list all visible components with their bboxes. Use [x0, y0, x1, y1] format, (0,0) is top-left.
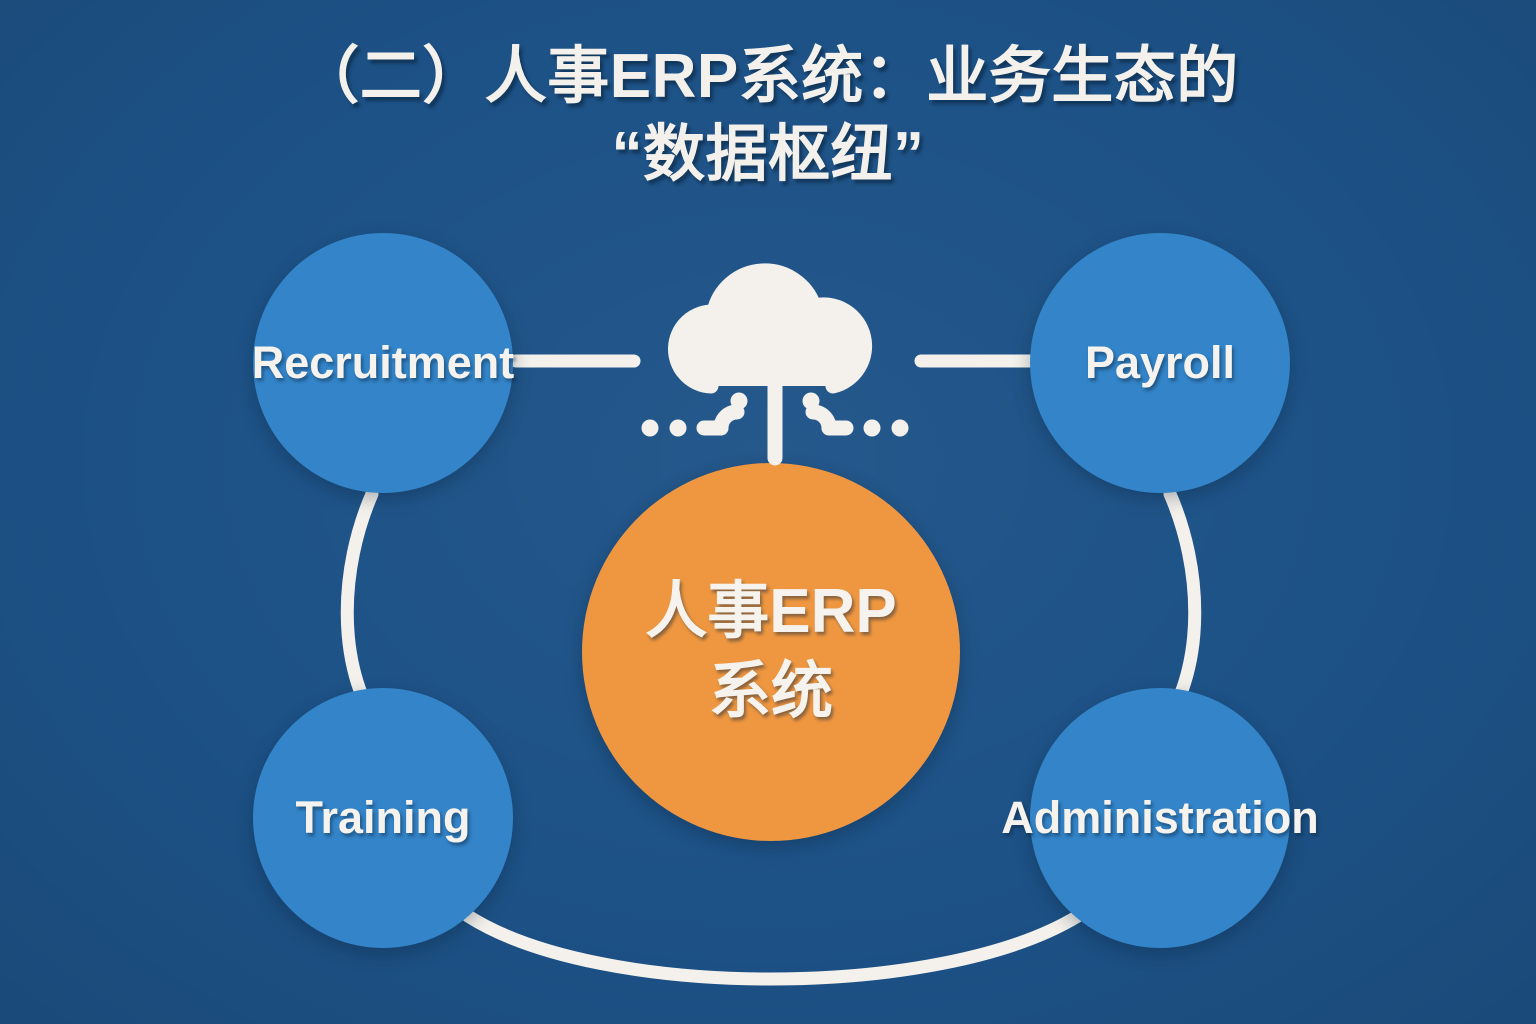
node-payroll[interactable]: Payroll — [1030, 233, 1290, 493]
hub-outer-dot-right-2 — [891, 419, 909, 437]
node-training[interactable]: Training — [253, 688, 513, 948]
hub-outer-dot-left-1 — [669, 419, 687, 437]
hub-outer-dot-right-1 — [863, 419, 881, 437]
connector-recruitment-to-training — [340, 487, 379, 723]
node-training-label: Training — [295, 792, 471, 843]
hub-inner-dot-right-lower — [802, 392, 820, 410]
node-administration[interactable]: Administration — [1001, 688, 1319, 948]
node-administration-label: Administration — [1001, 792, 1319, 843]
hub-inner-dot-left-lower — [730, 392, 748, 410]
hub-node-dots — [641, 314, 909, 437]
hub-outer-dot-left-2 — [641, 419, 659, 437]
hub-inner-dot-right-upper — [802, 367, 820, 385]
cloud-data-hub-icon — [641, 263, 909, 466]
node-hr-erp-core-label: 人事ERP 系统 — [645, 572, 896, 732]
node-recruitment[interactable]: Recruitment — [251, 233, 515, 493]
node-hr-erp-core[interactable]: 人事ERP 系统 — [582, 463, 960, 841]
connector-payroll-to-administration — [1163, 487, 1202, 723]
node-payroll-label: Payroll — [1084, 337, 1236, 388]
page-title-line-1: （二）人事ERP系统：业务生态的 — [297, 42, 1239, 111]
page-title-line-2: “数据枢纽” — [611, 120, 925, 189]
node-hr-erp-core-label-line-2: 系统 — [708, 657, 833, 726]
node-hr-erp-core-label-line-1: 人事ERP — [645, 577, 897, 646]
hub-inner-dot-left-upper — [730, 367, 748, 385]
hub-top-dot — [762, 314, 788, 340]
connector-training-to-administration — [461, 909, 1085, 986]
node-recruitment-label: Recruitment — [251, 337, 515, 388]
page-title: （二）人事ERP系统：业务生态的 “数据枢纽” — [0, 38, 1536, 194]
